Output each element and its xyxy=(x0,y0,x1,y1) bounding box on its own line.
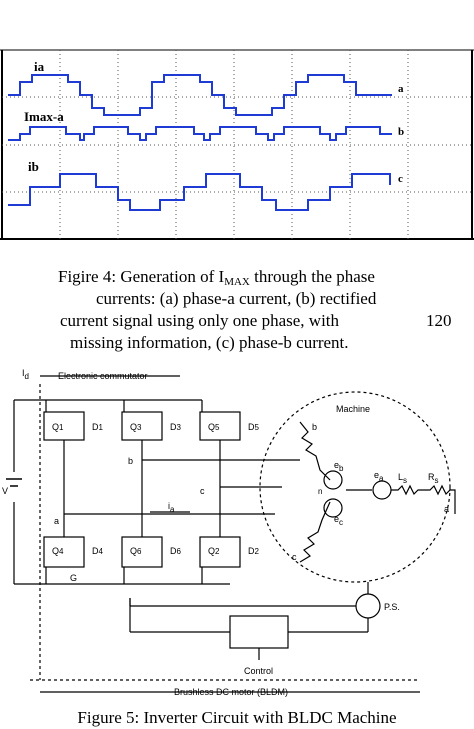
page-number: 120 xyxy=(426,311,452,330)
label-ec: ec xyxy=(334,514,343,527)
switch-q5 xyxy=(199,411,241,441)
label-ea: ea xyxy=(374,470,384,483)
label-bldm: Brushless DC motor (BLDM) xyxy=(174,687,288,697)
emf-ec xyxy=(323,498,343,518)
label-machine-a: a xyxy=(444,504,449,514)
label-d4: D4 xyxy=(92,546,104,556)
switch-q3 xyxy=(121,411,163,441)
label-ps: P.S. xyxy=(384,602,400,612)
wave-label-ia: ia xyxy=(34,59,45,74)
label-neutral: n xyxy=(318,487,322,496)
label-q5: Q5 xyxy=(208,422,220,432)
switch-q1 xyxy=(43,411,85,441)
label-q6: Q6 xyxy=(130,546,142,556)
machine-boundary xyxy=(259,391,451,583)
switch-q2 xyxy=(199,536,241,568)
switch-q4 xyxy=(43,536,85,568)
label-node-c: c xyxy=(200,486,205,496)
label-d2: D2 xyxy=(248,546,260,556)
label-supply-v: V xyxy=(2,486,8,496)
emf-eb xyxy=(323,470,343,490)
figure5-caption: Figure 5: Inverter Circuit with BLDC Mac… xyxy=(77,708,397,727)
wave-phase-b xyxy=(8,173,391,211)
label-q4: Q4 xyxy=(52,546,64,556)
inverter-circuit-diagram: Id Electronic commutator Machine Q1 D1 Q… xyxy=(2,368,456,697)
label-eb: eb xyxy=(334,460,344,473)
label-d1: D1 xyxy=(92,422,104,432)
label-machine: Machine xyxy=(336,404,370,414)
label-q2: Q2 xyxy=(208,546,220,556)
label-control: Control xyxy=(244,666,273,676)
label-machine-c: c xyxy=(292,552,297,562)
figure4-caption-line2: currents: (a) phase-a current, (b) recti… xyxy=(96,289,377,308)
label-ia: ia xyxy=(168,501,175,514)
figure4-caption-line4: missing information, (c) phase-b current… xyxy=(70,333,349,352)
wave-label-ib: ib xyxy=(28,159,39,174)
label-q1: Q1 xyxy=(52,422,64,432)
phase-current-waveforms: ia Imax-a ib a b c xyxy=(0,0,474,240)
figure4-caption-line1: Figire 4: Generation of IMAX through the… xyxy=(58,267,375,288)
label-d6: D6 xyxy=(170,546,182,556)
wave-rectified xyxy=(8,126,392,141)
side-label-a: a xyxy=(398,83,404,95)
position-sensor xyxy=(355,593,381,619)
label-d3: D3 xyxy=(170,422,182,432)
label-gnd: G xyxy=(70,573,77,583)
label-d5: D5 xyxy=(248,422,260,432)
label-id: Id xyxy=(22,368,29,381)
label-node-a: a xyxy=(54,516,59,526)
label-ls: Ls xyxy=(398,472,407,485)
label-rs: Rs xyxy=(428,472,439,485)
wave-phase-a xyxy=(8,74,392,116)
switch-q6 xyxy=(121,536,163,568)
label-q3: Q3 xyxy=(130,422,142,432)
label-commutator: Electronic commutator xyxy=(58,371,148,381)
figure4-caption-line3: current signal using only one phase, wit… xyxy=(60,311,340,330)
side-label-b: b xyxy=(398,126,404,138)
wave-label-imax: Imax-a xyxy=(24,109,64,124)
side-label-c: c xyxy=(398,173,403,185)
control-block xyxy=(229,615,289,649)
emf-ea xyxy=(372,480,392,500)
label-machine-b: b xyxy=(312,422,317,432)
label-node-b: b xyxy=(128,456,133,466)
